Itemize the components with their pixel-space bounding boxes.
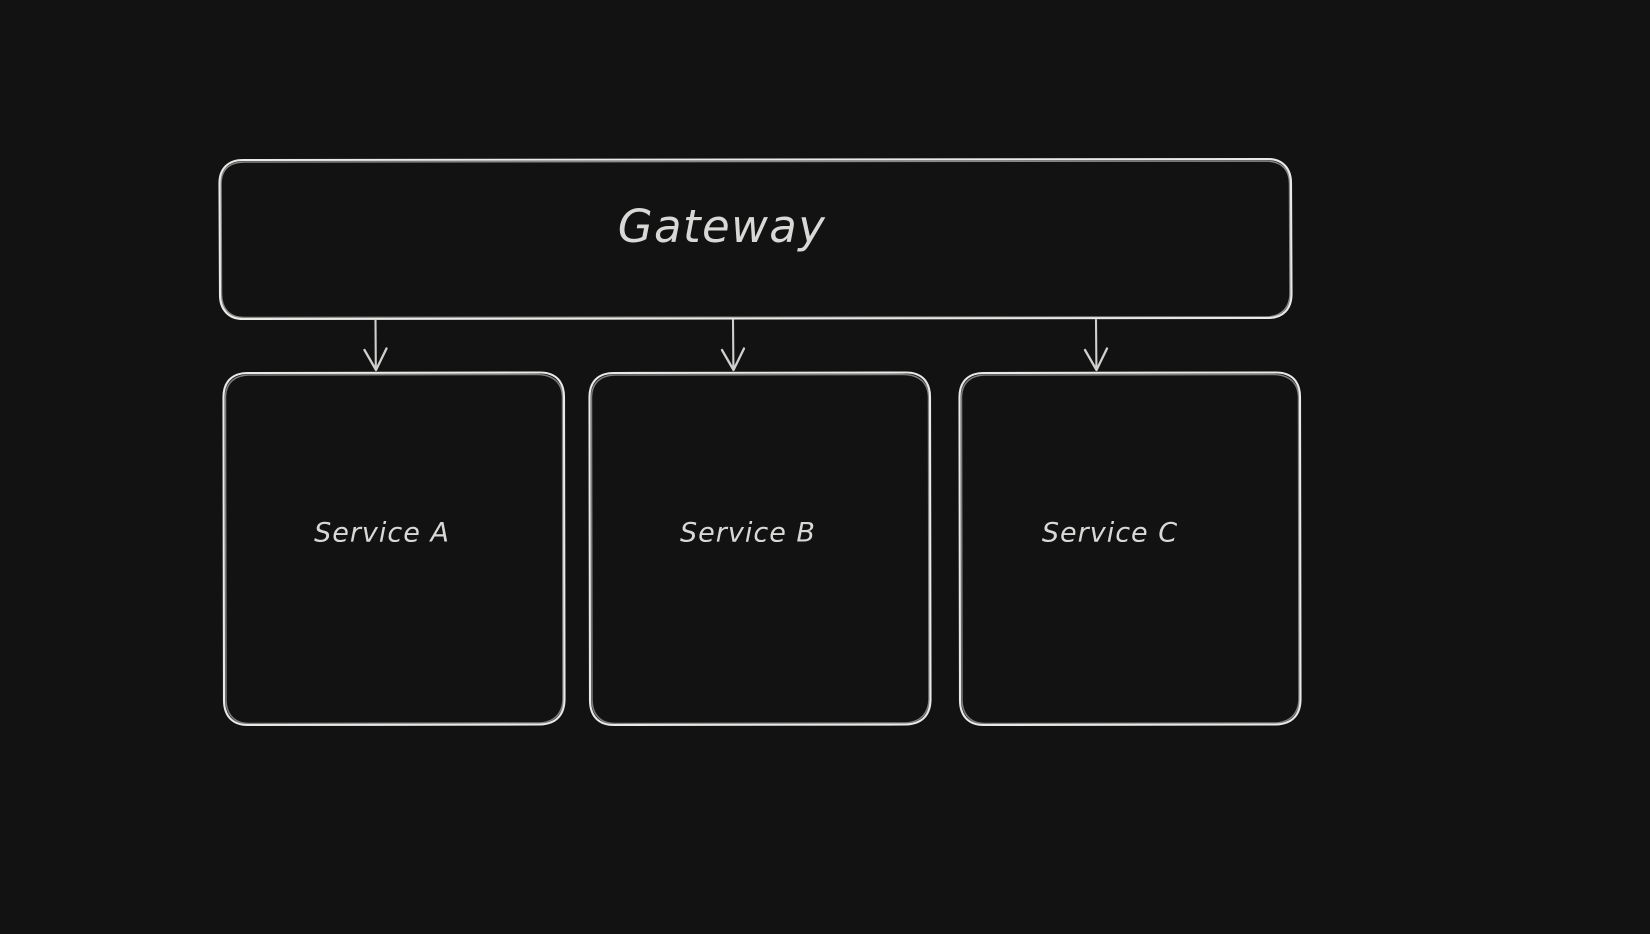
arrowhead-down-icon (1083, 347, 1109, 372)
service-c-box-outline-overlay (960, 373, 1300, 725)
arrow-gateway-to-service-a[interactable] (363, 318, 388, 372)
service-c-box-outline (958, 371, 1302, 727)
service-a-label: Service A (314, 518, 450, 549)
arrowhead-down-icon (720, 347, 746, 372)
node-gateway[interactable]: Gateway (218, 157, 1293, 321)
service-b-label: Service B (680, 518, 816, 549)
arrow-gateway-to-service-c[interactable] (1083, 318, 1109, 372)
gateway-box-outline (218, 157, 1293, 321)
arrowhead-down-icon (363, 347, 388, 372)
arrow-gateway-to-service-b[interactable] (720, 318, 746, 372)
node-service-b[interactable]: Service B (588, 371, 932, 727)
service-b-box-outline-overlay (590, 373, 930, 725)
service-c-label: Service C (1042, 518, 1178, 549)
service-a-box-outline-overlay (224, 373, 564, 725)
gateway-label: Gateway (618, 200, 827, 253)
service-b-box-outline (588, 371, 932, 727)
node-service-c[interactable]: Service C (958, 371, 1302, 727)
node-service-a[interactable]: Service A (222, 371, 566, 727)
service-a-box-outline (222, 371, 566, 727)
gateway-box-outline-overlay (220, 160, 1291, 319)
